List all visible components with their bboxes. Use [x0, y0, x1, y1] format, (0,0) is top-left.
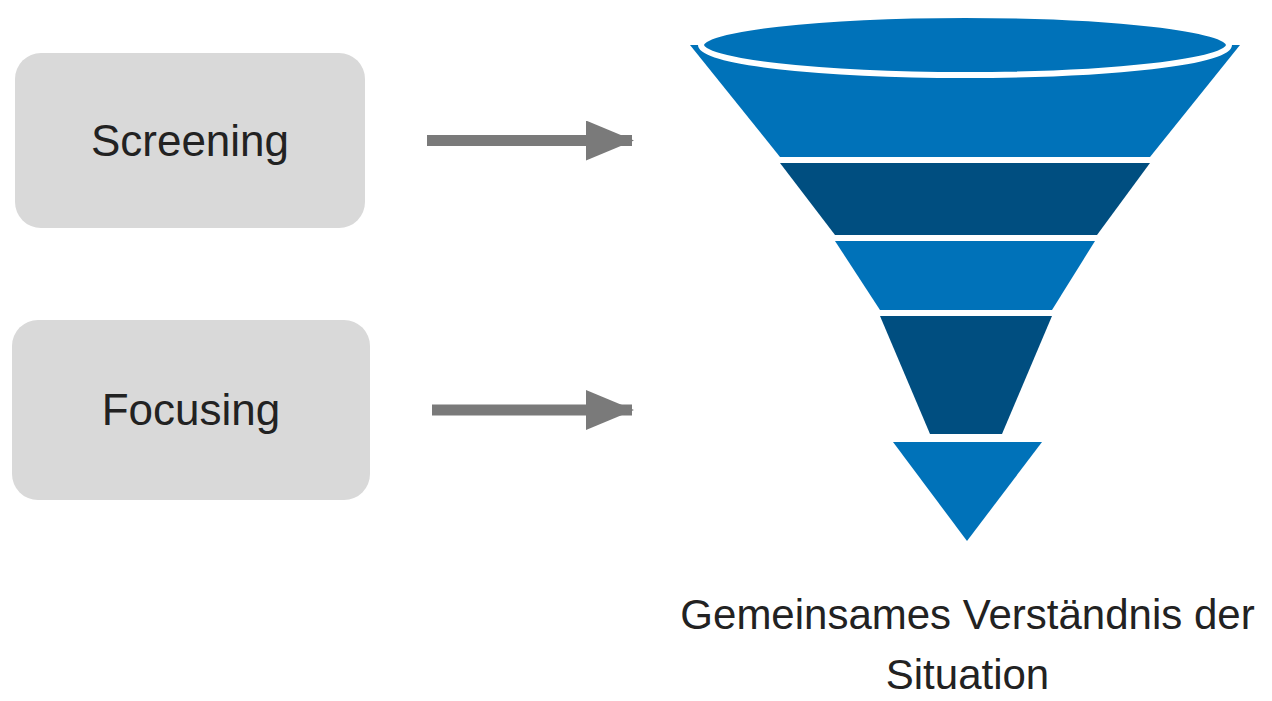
arrow-connector [432, 405, 632, 416]
funnel-band [835, 241, 1095, 310]
arrow-connector [427, 135, 632, 146]
funnel-shape: Gemeinsames Verständnis der Situation [690, 10, 1245, 545]
funnel-band [880, 316, 1052, 434]
box-label: Screening [91, 116, 289, 166]
process-box: Focusing [12, 320, 370, 500]
process-box: Screening [15, 53, 365, 228]
funnel-rim [701, 15, 1229, 75]
funnel-band [893, 442, 1042, 541]
box-label: Focusing [102, 385, 281, 435]
funnel-graphic [690, 10, 1245, 545]
funnel-caption: Gemeinsames Verständnis der Situation [672, 585, 1264, 701]
funnel-band [780, 163, 1150, 235]
